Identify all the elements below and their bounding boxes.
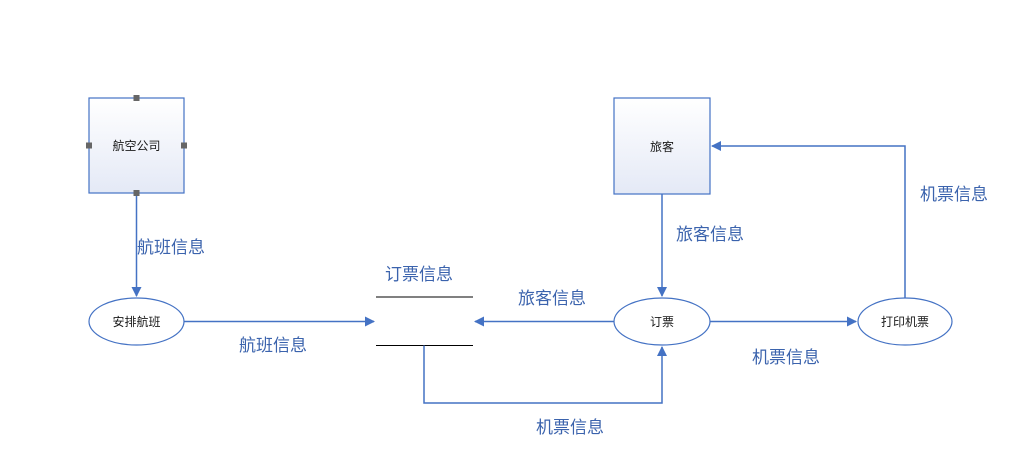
flow-passenger-to-booking[interactable]: 旅客信息 <box>657 194 744 297</box>
resize-handle-left[interactable] <box>86 142 92 149</box>
flow-store-to-booking[interactable]: 机票信息 <box>423 345 667 439</box>
schedule-flights-process[interactable]: 安排航班 <box>88 297 185 346</box>
flow-booking-to-store[interactable]: 旅客信息 <box>474 289 614 327</box>
flow-schedule-to-store-label: 航班信息 <box>239 336 307 356</box>
flow-airline-to-schedule[interactable]: 航班信息 <box>131 196 206 297</box>
airline-entity-label: 航空公司 <box>112 138 160 153</box>
resize-handle-bottom[interactable] <box>133 190 140 196</box>
print-ticket-process[interactable]: 打印机票 <box>857 297 953 346</box>
print-ticket-label: 打印机票 <box>881 315 929 329</box>
schedule-flights-label: 安排航班 <box>112 314 160 329</box>
flow-schedule-to-store[interactable]: 航班信息 <box>184 316 375 357</box>
passenger-entity[interactable]: 旅客 <box>613 97 711 195</box>
resize-handle-top[interactable] <box>133 95 140 101</box>
flow-print-to-passenger[interactable]: 机票信息 <box>711 141 988 298</box>
data-store-label: 订票信息 <box>385 265 453 285</box>
booking-info-data-store[interactable]: 订票信息 <box>376 265 473 346</box>
flow-booking-to-print-label: 机票信息 <box>752 348 820 368</box>
flow-booking-to-store-label: 旅客信息 <box>518 289 586 309</box>
flow-passenger-to-booking-label: 旅客信息 <box>676 225 744 245</box>
book-ticket-label: 订票 <box>650 315 674 329</box>
flow-booking-to-print[interactable]: 机票信息 <box>710 316 857 369</box>
book-ticket-process[interactable]: 订票 <box>613 297 711 346</box>
airline-entity[interactable]: 航空公司 <box>86 95 187 196</box>
passenger-entity-label: 旅客 <box>650 139 674 154</box>
resize-handle-right[interactable] <box>181 142 187 149</box>
flow-airline-to-schedule-label: 航班信息 <box>137 238 205 258</box>
flow-print-to-passenger-label: 机票信息 <box>920 185 988 205</box>
flow-store-to-booking-label: 机票信息 <box>536 418 604 438</box>
